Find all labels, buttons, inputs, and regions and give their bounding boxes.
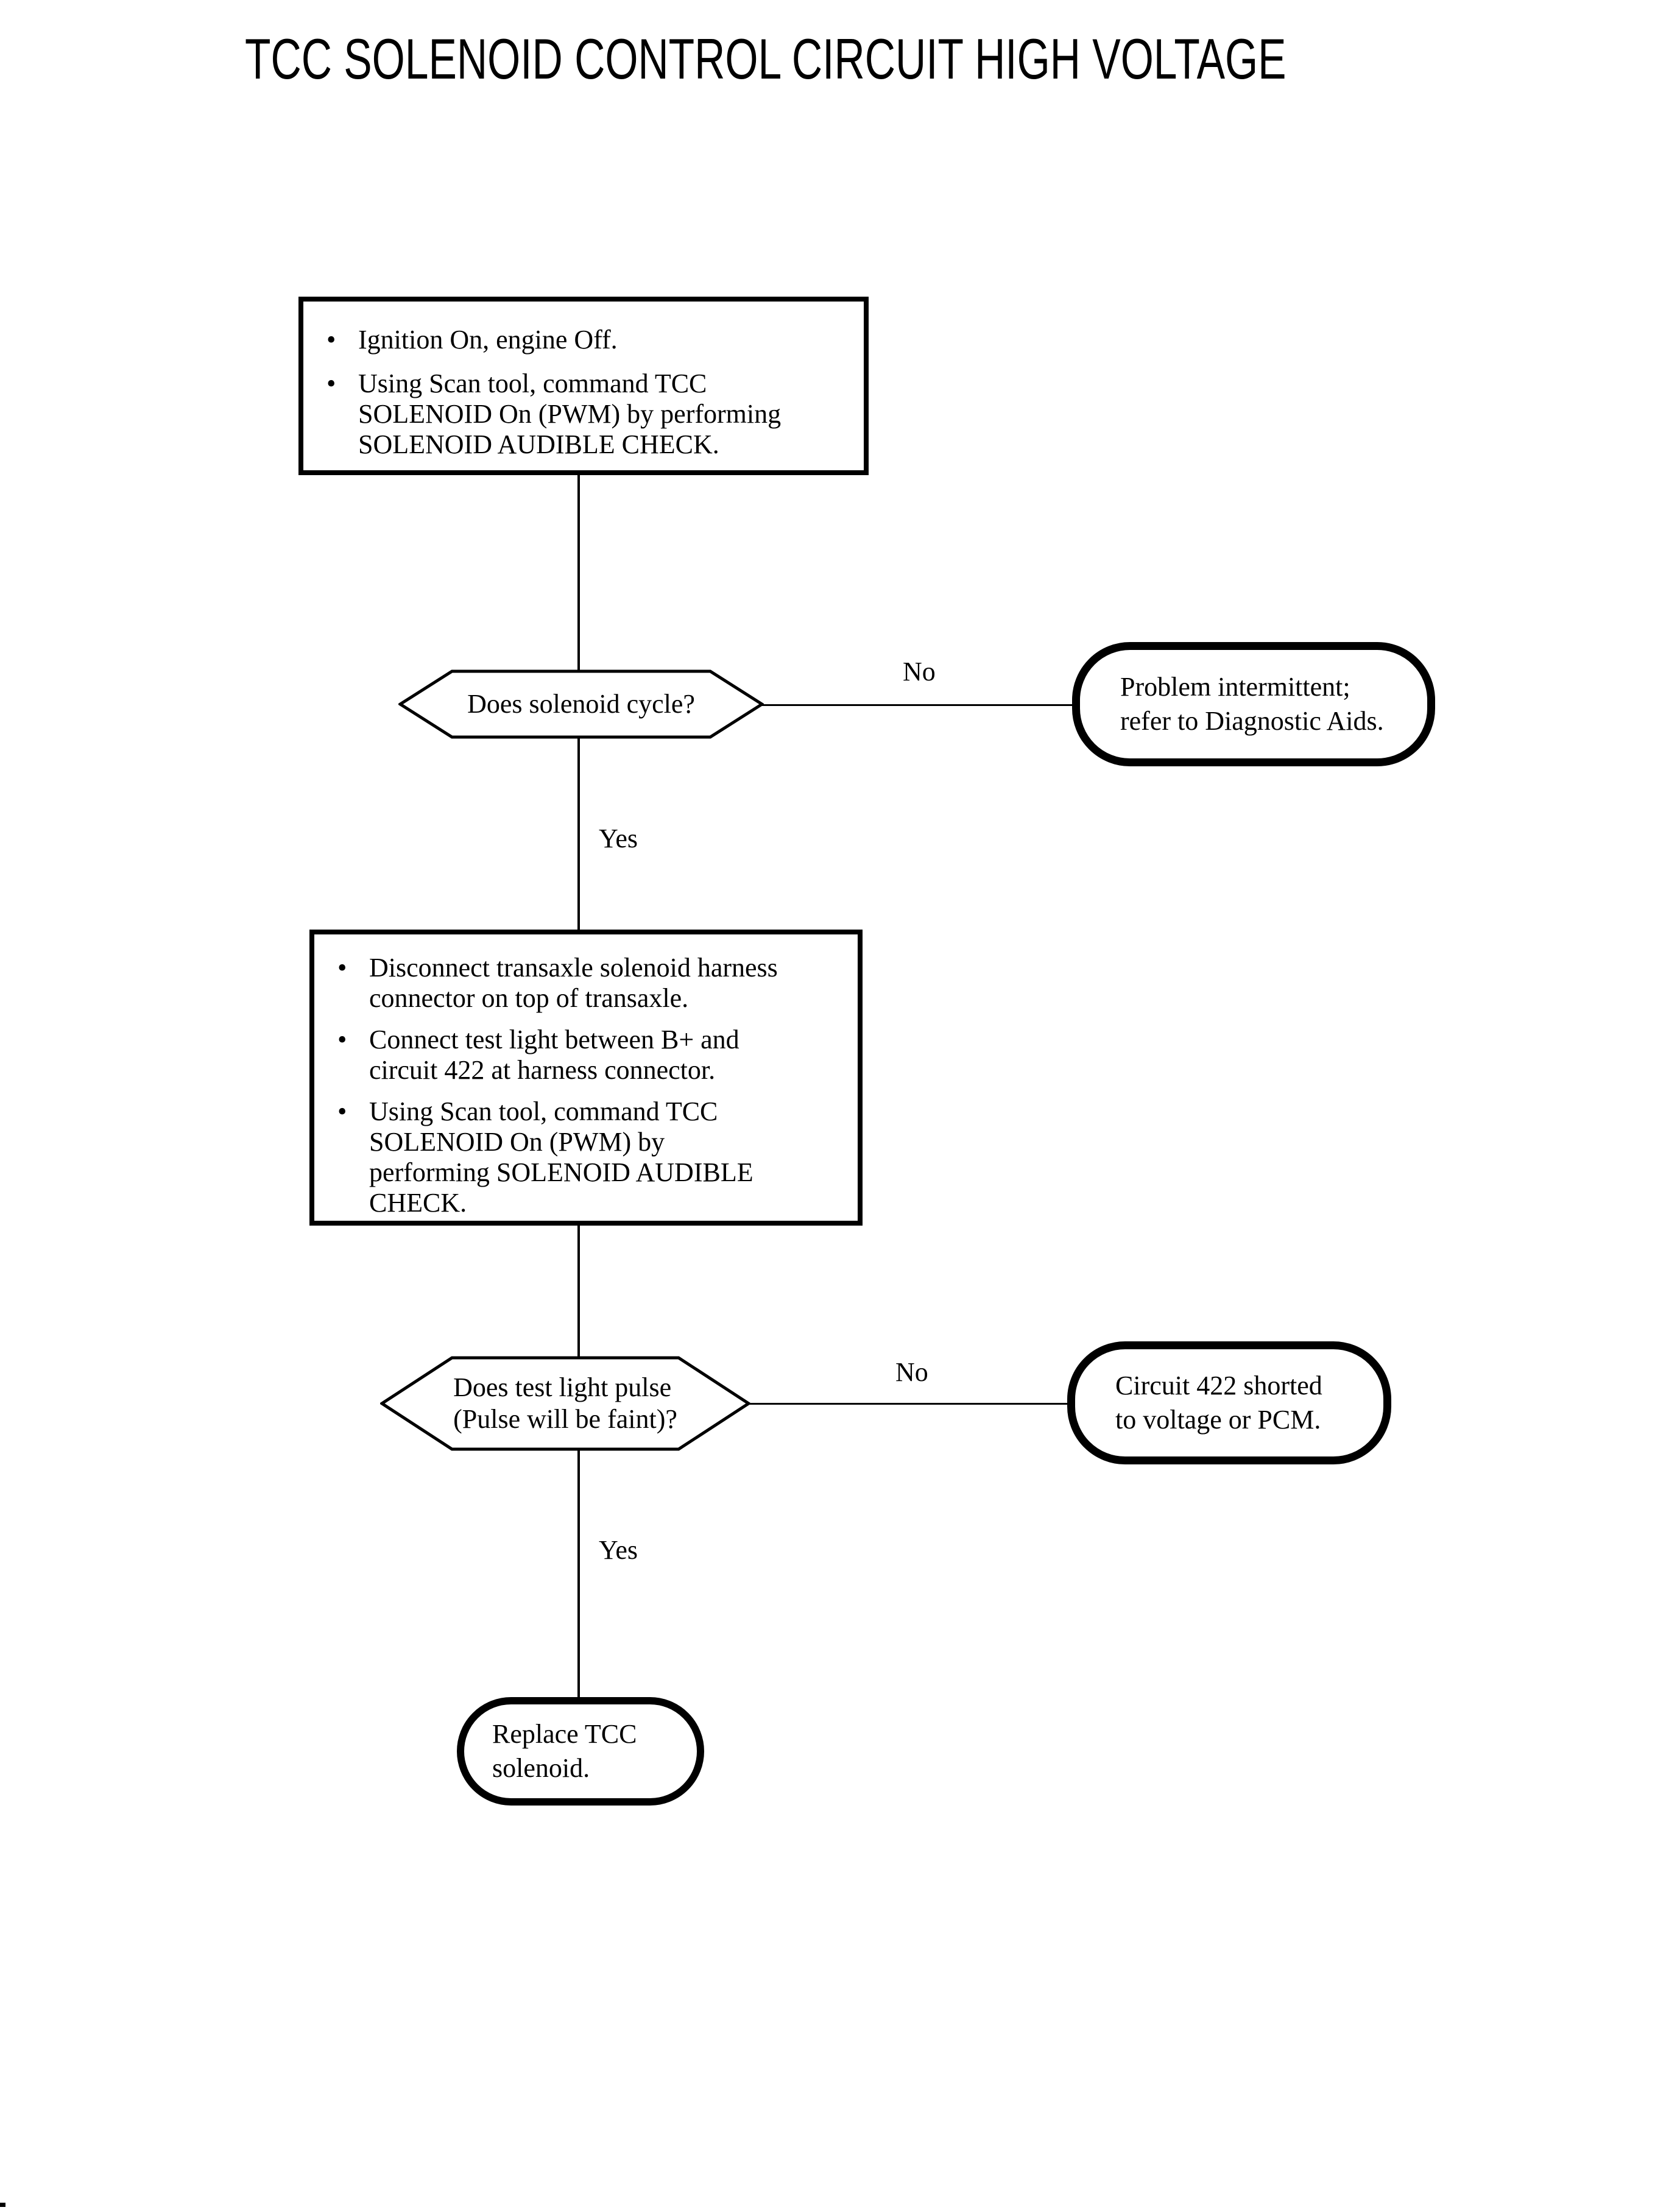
decision-1-hexagon: Does solenoid cycle? (398, 669, 764, 739)
decision2-yes-label: Yes (599, 1535, 638, 1565)
connector-decision2-yes (577, 1449, 580, 1701)
step-2-bullet-3: • Using Scan tool, command TCC SOLENOID … (314, 1096, 858, 1218)
print-artifact-mark (0, 2203, 5, 2207)
step-2-bullet-3-line-4: CHECK. (369, 1188, 467, 1218)
connector-decision1-no (762, 704, 1073, 706)
connector-step1-to-decision1 (577, 472, 580, 673)
step-2-bullet-2: • Connect test light between B+ and circ… (314, 1025, 858, 1086)
step-2-bullet-3-line-1: Using Scan tool, command TCC (369, 1096, 718, 1126)
step-2-bullet-1-line-1: Disconnect transaxle solenoid harness (369, 953, 778, 983)
bullet-icon: • (337, 1096, 347, 1126)
result-1-terminator: Problem intermittent; refer to Diagnosti… (1072, 642, 1435, 766)
bullet-icon: • (337, 1025, 347, 1054)
bullet-icon: • (326, 369, 336, 398)
step-2-bullet-1: • Disconnect transaxle solenoid harness … (314, 953, 858, 1014)
step-1-bullet-2-line-3: SOLENOID AUDIBLE CHECK. (358, 429, 719, 459)
result-3-terminator: Replace TCC solenoid. (457, 1697, 704, 1806)
step-1-bullet-1: • Ignition On, engine Off. (303, 325, 864, 355)
step-1-bullet-2-line-2: SOLENOID On (PWM) by performing (358, 399, 782, 429)
result-3-line-1: Replace TCC (492, 1719, 637, 1749)
step-2-bullet-2-line-1: Connect test light between B+ and (369, 1025, 739, 1054)
step-1-bullet-2: • Using Scan tool, command TCC SOLENOID … (303, 369, 864, 460)
page-title: TCC SOLENOID CONTROL CIRCUIT HIGH VOLTAG… (245, 27, 1286, 91)
decision1-no-label: No (903, 657, 936, 687)
bullet-icon: • (326, 325, 336, 355)
step-2-bullet-3-line-2: SOLENOID On (PWM) by (369, 1127, 665, 1157)
result-1-line-2: refer to Diagnostic Aids. (1120, 706, 1384, 736)
connector-decision2-no (749, 1403, 1068, 1405)
step-1-bullet-2-line-1: Using Scan tool, command TCC (358, 369, 707, 398)
step-2-bullet-2-line-2: circuit 422 at harness connector. (369, 1055, 716, 1085)
decision-1-question-line-1: Does solenoid cycle? (467, 689, 695, 719)
result-1-line-1: Problem intermittent; (1120, 672, 1350, 702)
step-1-box: • Ignition On, engine Off. • Using Scan … (298, 297, 869, 475)
result-2-terminator: Circuit 422 shorted to voltage or PCM. (1067, 1341, 1391, 1464)
step-2-bullet-3-line-3: performing SOLENOID AUDIBLE (369, 1157, 754, 1187)
decision2-no-label: No (895, 1357, 928, 1387)
decision1-yes-label: Yes (599, 824, 638, 853)
result-3-line-2: solenoid. (492, 1753, 590, 1783)
result-2-line-2: to voltage or PCM. (1115, 1405, 1321, 1435)
decision-2-question-line-1: Does test light pulse (453, 1372, 672, 1402)
bullet-icon: • (337, 953, 347, 983)
decision-2-question: Does test light pulse (Pulse will be fai… (380, 1356, 750, 1451)
result-2-line-1: Circuit 422 shorted (1115, 1371, 1322, 1400)
hexagon-shape (398, 669, 764, 739)
decision-2-question-line-2: (Pulse will be faint)? (453, 1404, 677, 1434)
decision-2-hexagon: Does test light pulse (Pulse will be fai… (380, 1356, 750, 1451)
connector-decision1-yes (577, 736, 580, 932)
hexagon-shape (380, 1356, 750, 1451)
decision-1-question: Does solenoid cycle? (398, 669, 764, 739)
step-2-bullet-1-line-2: connector on top of transaxle. (369, 983, 689, 1013)
step-2-box: • Disconnect transaxle solenoid harness … (309, 930, 863, 1226)
step-1-bullet-1-line-1: Ignition On, engine Off. (358, 325, 618, 355)
connector-step2-to-decision2 (577, 1223, 580, 1358)
